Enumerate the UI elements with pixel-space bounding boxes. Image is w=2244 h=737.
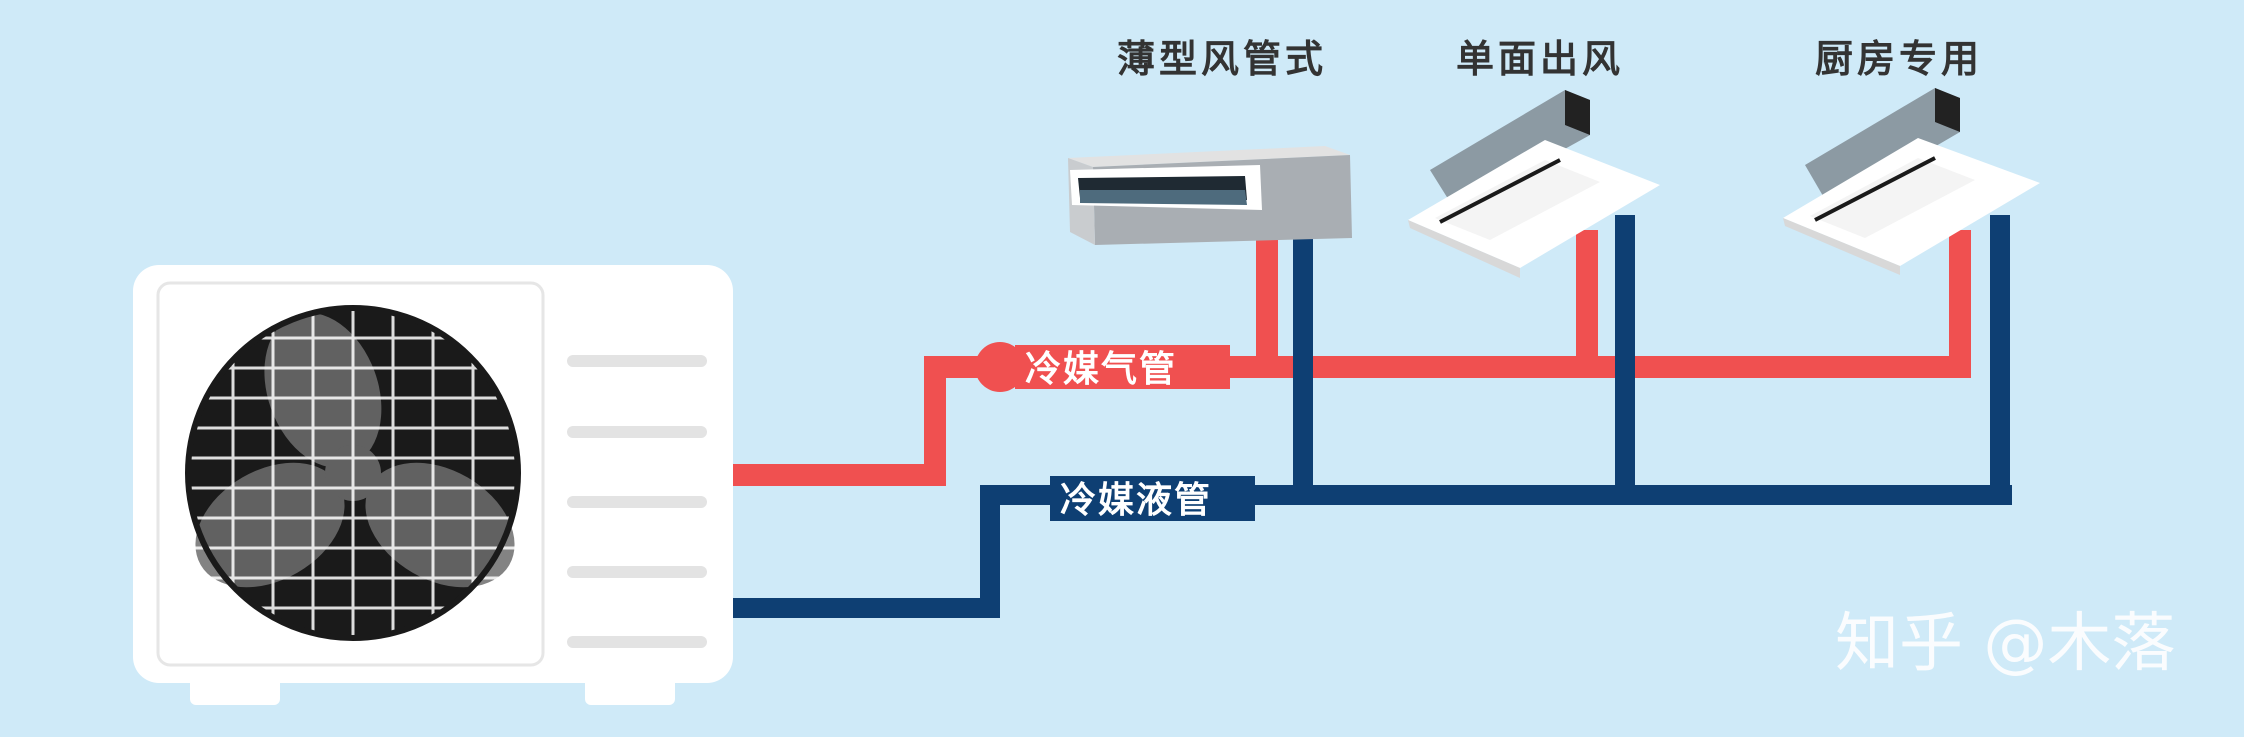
indoor-unit-cassette-1 <box>1408 90 1660 278</box>
liquid-pipe <box>732 215 2012 618</box>
fan-icon <box>185 305 521 641</box>
unit-label-ducted: 薄型风管式 <box>1117 37 1327 81</box>
indoor-unit-cassette-2 <box>1783 88 2040 275</box>
liquid-pipe-label: 冷媒液管 <box>1050 476 1255 521</box>
vent-slots <box>567 355 707 648</box>
outdoor-unit <box>133 265 733 705</box>
watermark-text: 知乎 @木落 <box>1835 607 2175 681</box>
unit-label-kitchen: 厨房专用 <box>1815 37 1983 81</box>
svg-text:冷媒气管: 冷媒气管 <box>1025 349 1177 390</box>
svg-text:冷媒液管: 冷媒液管 <box>1060 480 1212 521</box>
gas-pipe <box>732 230 1971 486</box>
gas-pipe-label: 冷媒气管 <box>1015 345 1230 390</box>
indoor-unit-ducted <box>1068 146 1352 245</box>
gas-pipe-joint <box>975 342 1025 392</box>
unit-label-one-way: 单面出风 <box>1456 37 1624 81</box>
